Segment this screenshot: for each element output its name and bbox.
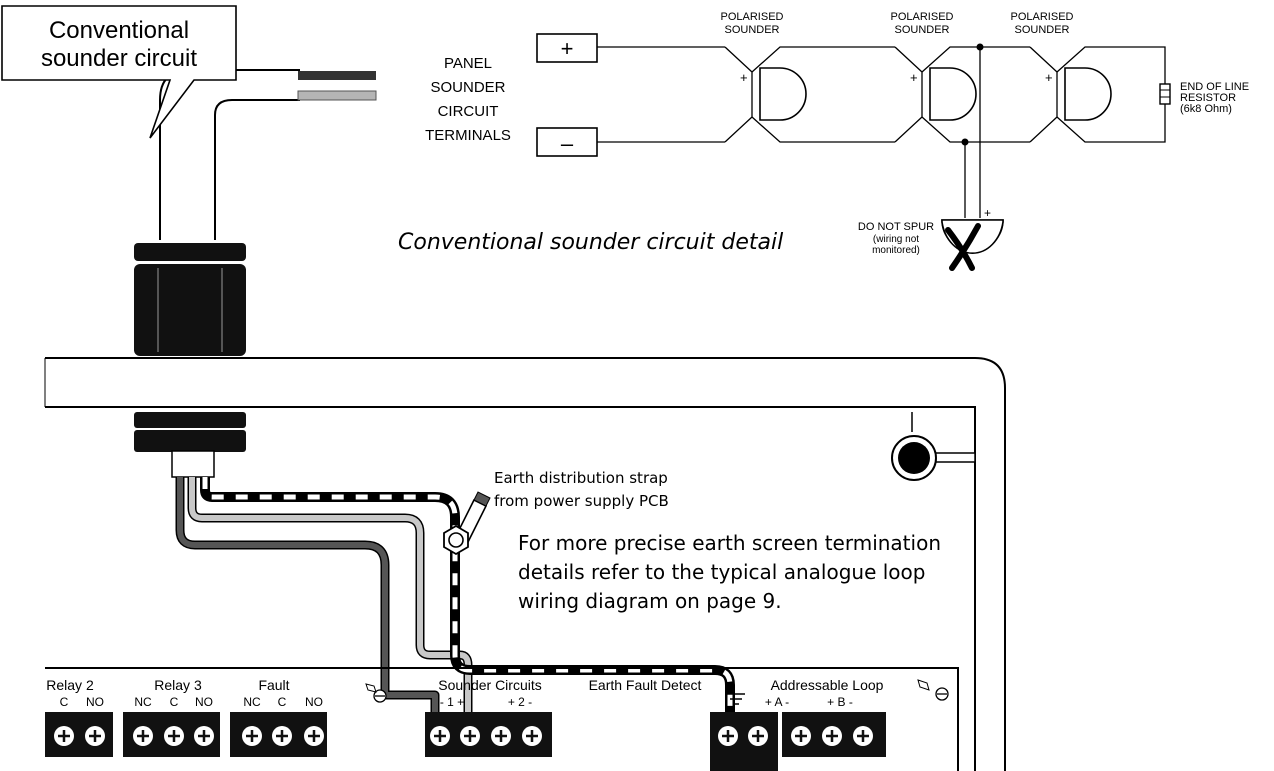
cable-wires [297, 71, 377, 101]
svg-text:- 1 +: - 1 + [440, 695, 464, 709]
svg-text:RESISTOR: RESISTOR [1180, 92, 1236, 104]
polarised-sounder-1: + POLARISED SOUNDER [721, 11, 807, 121]
svg-text:+: + [740, 70, 748, 85]
svg-text:+ B -: + B - [827, 695, 853, 709]
svg-text:+: + [561, 36, 574, 61]
svg-text:CIRCUIT: CIRCUIT [438, 103, 499, 120]
terminal-screw-icon [85, 726, 105, 746]
enclosure-fixing-hole [891, 412, 976, 481]
svg-text:DO NOT SPUR: DO NOT SPUR [858, 221, 934, 233]
callout-line-1: Conventional [49, 17, 189, 44]
panel-terminal-minus: – [536, 127, 598, 157]
terminal-screw-icon [194, 726, 214, 746]
spur-sounder-crossed: + [941, 206, 1004, 271]
terminal-screw-icon [718, 726, 738, 746]
svg-text:NO: NO [195, 695, 213, 709]
terminal-screw-icon [791, 726, 811, 746]
end-of-line-resistor: END OF LINE RESISTOR (6k8 Ohm) [1159, 81, 1249, 115]
terminal-screw-icon [54, 726, 74, 746]
sounder-circuit-wiring [597, 46, 1166, 218]
earth-termination-note: For more precise earth screen terminatio… [518, 531, 941, 613]
svg-text:NO: NO [86, 695, 104, 709]
svg-text:+: + [1045, 70, 1053, 85]
label-fault: Fault [258, 677, 289, 693]
label-sounder-circuits: Sounder Circuits [438, 677, 542, 693]
svg-text:C: C [278, 695, 287, 709]
terminal-screws [54, 726, 873, 746]
junction-dots [961, 43, 984, 146]
panel-terminal-plus: + [536, 33, 598, 63]
svg-text:PANEL: PANEL [444, 55, 492, 72]
terminal-screw-icon [164, 726, 184, 746]
svg-text:details refer to the typical a: details refer to the typical analogue lo… [518, 560, 925, 584]
svg-text:wiring diagram on page 9.: wiring diagram on page 9. [518, 589, 782, 613]
terminal-screw-icon [304, 726, 324, 746]
terminal-screw-icon [133, 726, 153, 746]
terminal-screw-icon [491, 726, 511, 746]
cross-icon [945, 223, 981, 271]
terminal-screw-icon [242, 726, 262, 746]
terminal-screw-icon [460, 726, 480, 746]
sounder-3-label-1: POLARISED [1011, 11, 1074, 23]
detail-caption: Conventional sounder circuit detail [398, 230, 783, 255]
terminal-screw-icon [853, 726, 873, 746]
svg-text:(6k8 Ohm): (6k8 Ohm) [1180, 103, 1232, 115]
terminal-pin-labels: C NO NC C NO NC C NO - 1 + + 2 - + A - +… [60, 695, 853, 709]
svg-text:+ A -: + A - [765, 695, 789, 709]
svg-text:from power supply PCB: from power supply PCB [494, 492, 669, 510]
svg-text:NC: NC [243, 695, 261, 709]
callout-box: Conventional sounder circuit [1, 5, 237, 139]
terminal-screw-icon [272, 726, 292, 746]
svg-text:SOUNDER: SOUNDER [430, 79, 505, 96]
svg-text:+: + [910, 70, 918, 85]
terminal-strip-frame [45, 667, 959, 771]
svg-text:+ 2 -: + 2 - [508, 695, 532, 709]
earth-screw-icon [365, 683, 387, 703]
callout-line-2: sounder circuit [41, 45, 197, 72]
earth-ground-icon [727, 693, 745, 705]
terminal-group-labels: Relay 2 Relay 3 Fault Sounder Circuits E… [46, 677, 883, 693]
sounder-1-label-1: POLARISED [721, 11, 784, 23]
svg-text:NO: NO [305, 695, 323, 709]
polarised-sounder-2: + POLARISED SOUNDER [891, 11, 977, 121]
svg-text:C: C [170, 695, 179, 709]
earth-strap-lug [443, 491, 491, 556]
cable-gland-nut [134, 243, 246, 356]
sounder-3-label-2: SOUNDER [1014, 24, 1069, 36]
svg-text:NC: NC [134, 695, 152, 709]
label-addressable-loop: Addressable Loop [771, 677, 884, 693]
svg-text:C: C [60, 695, 69, 709]
sounder-2-label-2: SOUNDER [894, 24, 949, 36]
terminal-screw-icon [822, 726, 842, 746]
panel-enclosure [44, 357, 1006, 771]
terminal-screw-icon [430, 726, 450, 746]
svg-text:(wiring not: (wiring not [873, 234, 919, 245]
svg-text:For more precise earth screen: For more precise earth screen terminatio… [518, 531, 941, 555]
sounder-1-label-2: SOUNDER [724, 24, 779, 36]
polarised-sounder-3: + POLARISED SOUNDER [1011, 11, 1112, 121]
inner-cable-gland [134, 412, 246, 478]
svg-text:Earth distribution strap: Earth distribution strap [494, 469, 668, 487]
terminal-screw-icon [748, 726, 768, 746]
spur-warning-label: DO NOT SPUR (wiring not monitored) [858, 221, 934, 256]
svg-text:TERMINALS: TERMINALS [425, 127, 511, 144]
earth-strap-label: Earth distribution strap from power supp… [494, 469, 669, 510]
sounder-2-label-1: POLARISED [891, 11, 954, 23]
svg-text:–: – [561, 131, 574, 156]
label-relay-2: Relay 2 [46, 677, 94, 693]
label-relay-3: Relay 3 [154, 677, 202, 693]
terminal-screw-icon [522, 726, 542, 746]
earth-screw-icon [917, 679, 949, 701]
svg-text:+: + [984, 206, 991, 220]
svg-text:END OF LINE: END OF LINE [1180, 81, 1249, 93]
panel-terminals-label: PANEL SOUNDER CIRCUIT TERMINALS [425, 55, 511, 144]
label-earth-fault-detect: Earth Fault Detect [589, 677, 702, 693]
internal-cables [175, 477, 735, 745]
svg-text:monitored): monitored) [872, 245, 920, 256]
